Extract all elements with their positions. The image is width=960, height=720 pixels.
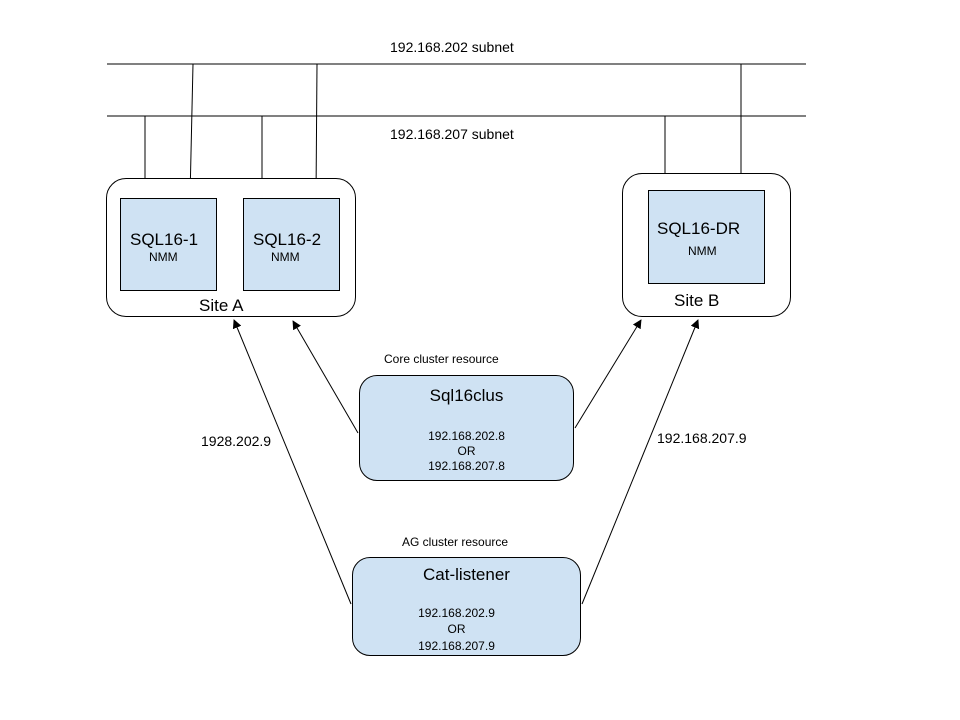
core-name: Sql16clus (429, 386, 504, 405)
sql16-dr-sub: NMM (688, 244, 717, 258)
ag-ip2: 192.168.207.9 (418, 639, 495, 653)
right-edge-label: 192.168.207.9 (657, 430, 747, 446)
sql16-2-sub: NMM (271, 250, 300, 264)
core-or: OR (457, 444, 476, 458)
core-cluster-node[interactable]: Sql16clus 192.168.202.8 OR 192.168.207.8 (359, 375, 574, 481)
sql16-dr-name: SQL16-DR (657, 219, 741, 238)
core-caption: Core cluster resource (384, 352, 499, 366)
ag-or: OR (447, 622, 466, 636)
ag-to-site-b-arrow (581, 319, 700, 605)
ag-name: Cat-listener (423, 565, 510, 584)
ag-to-site-a-arrow (232, 319, 352, 605)
site-a-label: Site A (199, 296, 244, 315)
ag-listener-node[interactable]: Cat-listener 192.168.202.9 OR 192.168.20… (352, 557, 581, 656)
sql16-2-name: SQL16-2 (253, 230, 322, 249)
sql16-1-name: SQL16-1 (130, 230, 199, 249)
ag-ip1: 192.168.202.9 (418, 606, 495, 620)
ag-caption: AG cluster resource (402, 535, 509, 549)
sql16-2-node[interactable]: SQL16-2 NMM (243, 198, 340, 291)
site-b-label: Site B (674, 291, 720, 310)
left-edge-label: 1928.202.9 (201, 433, 272, 449)
sql16-1-node[interactable]: SQL16-1 NMM (120, 198, 217, 291)
core-ip1: 192.168.202.8 (428, 429, 505, 443)
subnet-202-label: 192.168.202 subnet (390, 39, 514, 55)
sql16-dr-node[interactable]: SQL16-DR NMM (648, 190, 765, 284)
sql16-1-sub: NMM (149, 250, 178, 264)
core-ip2: 192.168.207.8 (428, 459, 505, 473)
subnet-207-label: 192.168.207 subnet (390, 126, 514, 142)
core-to-site-a-arrow (292, 320, 359, 434)
sql16-1-202-drop (189, 63, 194, 199)
core-to-site-b-arrow (574, 319, 642, 429)
sql16-2-202-drop (315, 63, 318, 199)
